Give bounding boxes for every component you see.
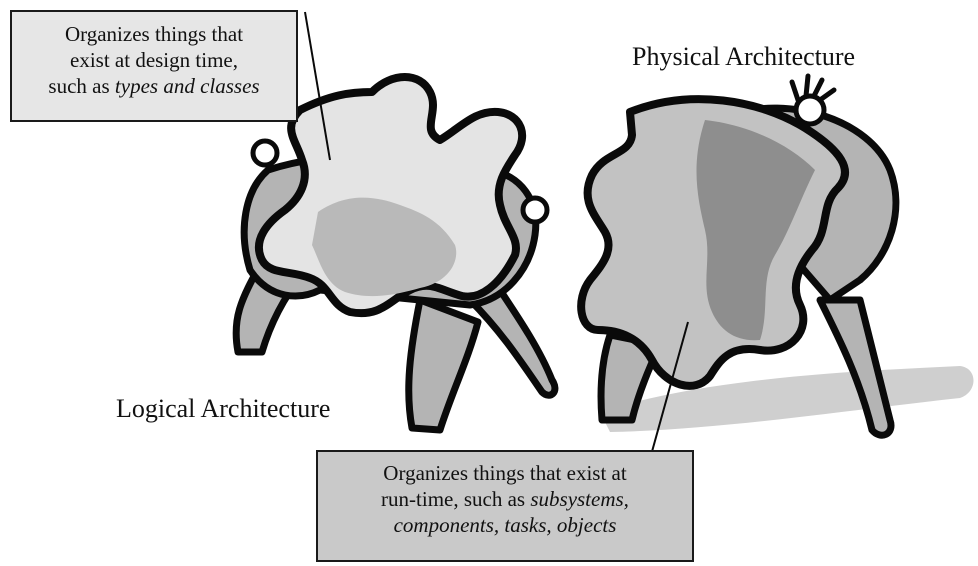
design-time-callout: Organizes things that exist at design ti… xyxy=(10,10,298,122)
left-figure-head-front xyxy=(523,198,547,222)
right-figure-hair xyxy=(792,76,834,100)
run-time-line3-italic: components, tasks, objects xyxy=(394,513,617,537)
design-time-line3: such as types and classes xyxy=(18,73,290,99)
puzzle-piece-light-icon xyxy=(259,77,522,313)
design-time-line1: Organizes things that xyxy=(18,21,290,47)
design-time-line2: exist at design time, xyxy=(18,47,290,73)
run-time-line3: components, tasks, objects xyxy=(324,512,686,538)
logical-architecture-label: Logical Architecture xyxy=(116,394,330,424)
left-figure-head-back xyxy=(253,141,277,165)
run-time-line2: run-time, such as subsystems, xyxy=(324,486,686,512)
run-time-line1: Organizes things that exist at xyxy=(324,460,686,486)
ground-shadow xyxy=(600,366,974,432)
run-time-line2-prefix: run-time, such as xyxy=(381,487,530,511)
run-time-callout: Organizes things that exist at run-time,… xyxy=(316,450,694,562)
left-figure-rear-leg xyxy=(470,290,555,395)
right-figure-front-leg xyxy=(820,300,891,435)
left-figure-front-leg xyxy=(409,300,478,430)
physical-architecture-label: Physical Architecture xyxy=(632,42,855,72)
design-time-line3-italic: types and classes xyxy=(115,74,260,98)
design-time-line3-prefix: such as xyxy=(48,74,115,98)
run-time-line2-italic: subsystems, xyxy=(530,487,629,511)
